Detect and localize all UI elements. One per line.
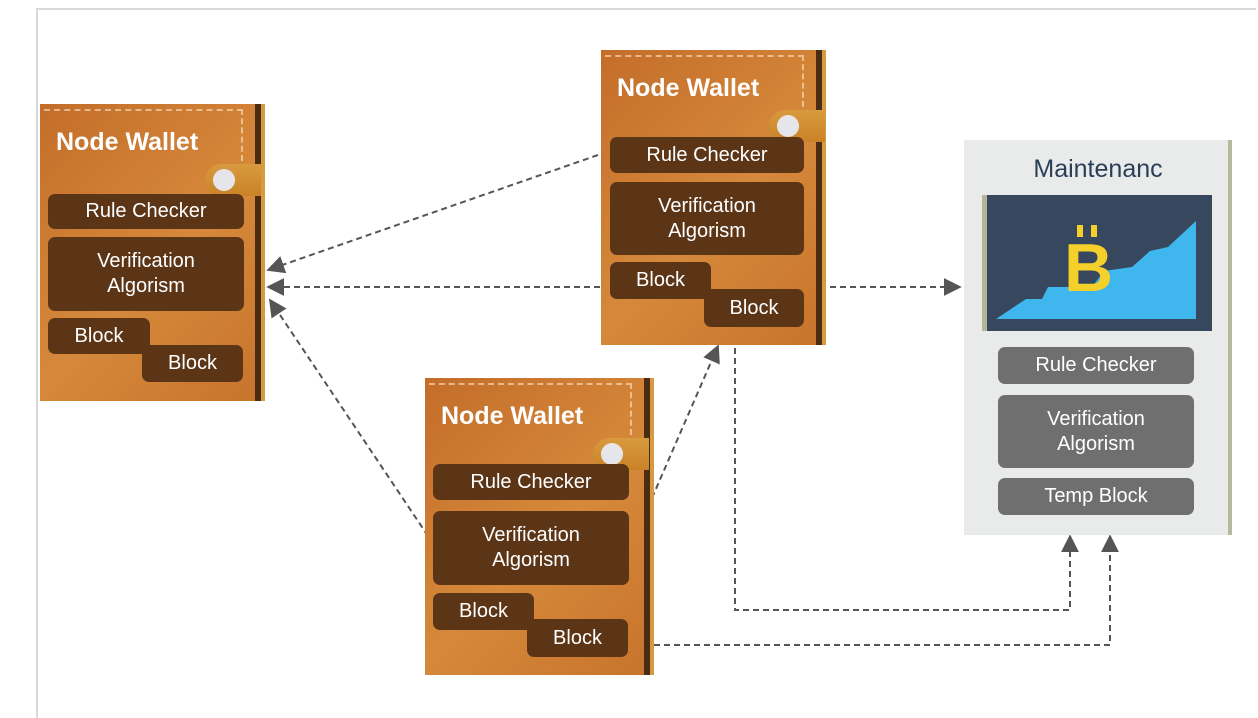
clasp-icon (205, 164, 261, 196)
maintenance-server: Maintenanc B (964, 140, 1232, 535)
maintenance-temp-block-label: Temp Block (998, 478, 1194, 515)
node-wallet-left: Node Wallet Rule Checker Verification Al… (40, 104, 265, 401)
verification-algorism-label: Verification Algorism (48, 237, 244, 311)
verification-algorism-label: Verification Algorism (433, 511, 629, 585)
rule-checker-label: Rule Checker (48, 194, 244, 229)
bitcoin-growth-icon: B (982, 195, 1212, 331)
maintenance-verification-algorism-label: Verification Algorism (998, 395, 1194, 468)
wallet-title: Node Wallet (617, 74, 760, 102)
rule-checker-label: Rule Checker (433, 464, 629, 500)
verification-algorism-label: Verification Algorism (610, 182, 804, 255)
arrow-bottom-to-top (651, 344, 720, 499)
block-front-label: Block (142, 345, 243, 382)
clasp-icon (769, 110, 825, 142)
arrow-top-down-to-maintenance (734, 348, 1079, 611)
block-back-label: Block (610, 262, 711, 299)
maintenance-title: Maintenanc (1033, 155, 1163, 183)
svg-text:B: B (1064, 230, 1113, 306)
diagram-frame (36, 8, 1256, 718)
wallet-title: Node Wallet (441, 402, 584, 430)
arrow-top-to-left-upper (266, 154, 599, 274)
maintenance-rule-checker-label: Rule Checker (998, 347, 1194, 384)
block-front-label: Block (704, 289, 804, 327)
rule-checker-label: Rule Checker (610, 137, 804, 173)
arrow-bottom-to-maintenance (654, 534, 1119, 646)
block-front-label: Block (527, 619, 628, 657)
node-wallet-top: Node Wallet Rule Checker Verification Al… (601, 50, 826, 345)
block-back-label: Block (433, 593, 534, 630)
arrow-bottom-to-left (268, 298, 429, 537)
block-back-label: Block (48, 318, 150, 354)
wallet-title: Node Wallet (56, 128, 199, 156)
node-wallet-bottom: Node Wallet Rule Checker Verification Al… (425, 378, 654, 675)
